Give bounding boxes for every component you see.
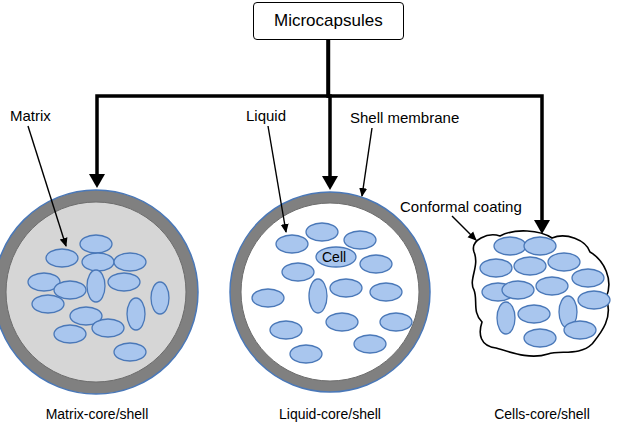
matrix-capsule (0, 190, 198, 394)
capsule-node: Liquid-core/shell (230, 190, 430, 422)
caption: Liquid-core/shell (230, 406, 430, 422)
connector (328, 40, 550, 234)
cells (480, 237, 610, 347)
callout-label: Liquid (246, 108, 286, 125)
box-text: Microcapsules (274, 11, 383, 30)
cells (28, 235, 169, 361)
connector (89, 40, 328, 188)
capsule-node: Cells-core/shell (462, 234, 622, 422)
title-box: Microcapsules (253, 2, 404, 40)
caption: Cells-core/shell (462, 406, 622, 422)
leader-lines (28, 126, 476, 246)
callout-label: Cell (322, 250, 346, 265)
callout-label: Matrix (10, 108, 51, 125)
caption: Matrix-core/shell (4, 406, 190, 422)
cells (252, 223, 412, 363)
liquid-capsule (230, 192, 430, 392)
callout-label: Conformal coating (400, 199, 522, 216)
capsule-node: Matrix-core/shell (4, 188, 190, 422)
callout-label: Shell membrane (350, 110, 459, 127)
